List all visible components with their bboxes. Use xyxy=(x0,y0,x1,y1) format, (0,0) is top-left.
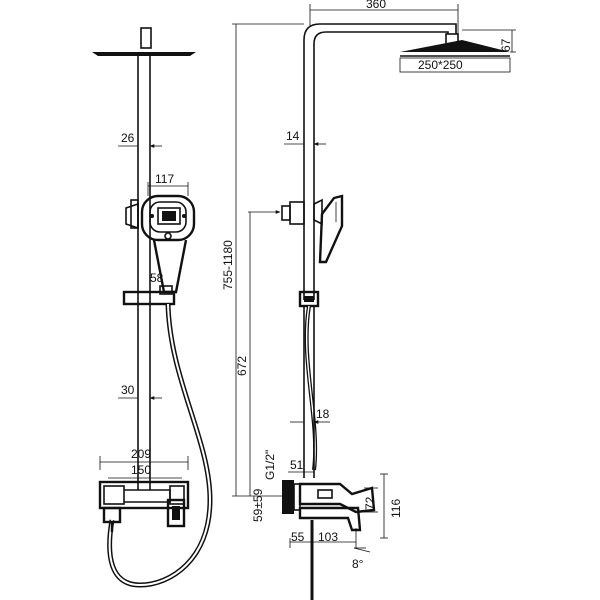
slider-bracket: 58 xyxy=(122,271,176,306)
side-view: 360 67 250*250 14 xyxy=(221,0,516,600)
dim-mixer-height-label: 116 xyxy=(389,499,403,518)
dim-lever-height: 72 xyxy=(363,487,378,513)
front-view: 26 117 58 xyxy=(92,27,213,588)
dim-head-thickness: 67 xyxy=(462,29,516,53)
holder-side xyxy=(281,198,323,226)
rain-shower-head xyxy=(92,27,196,56)
dim-lower-gap-label: 30 xyxy=(121,383,135,397)
mixer-valve xyxy=(98,480,190,532)
dim-head-size: 250*250 xyxy=(399,57,511,73)
wall-flange xyxy=(282,480,301,514)
dim-lever-height-label: 72 xyxy=(363,496,377,510)
dim-rod-gap-label: 26 xyxy=(121,131,135,145)
dim-handshower-width-label: 117 xyxy=(155,172,174,186)
dim-height-range-label: 755-1180 xyxy=(221,240,235,290)
dim-lower-gap: 30 xyxy=(118,383,162,400)
dim-mixer-width: 209 150 xyxy=(99,447,189,479)
inlet-thread-label: G1/2" xyxy=(263,450,277,480)
slider-side xyxy=(298,290,320,308)
dim-mixer-overall-label: 209 xyxy=(131,447,151,461)
dim-spout-reach-label: 103 xyxy=(318,530,338,544)
dim-head-thickness-label: 67 xyxy=(499,38,513,52)
dim-arm-reach-label: 360 xyxy=(366,0,386,11)
hand-shower: 117 xyxy=(125,172,196,294)
dim-cover-depth-label: 51 xyxy=(290,458,304,472)
dim-height-range: 755-1180 xyxy=(221,23,304,497)
dim-inlet-offset-label: 55 xyxy=(291,530,305,544)
dim-mixer-height: 116 xyxy=(380,473,403,539)
flexible-hose xyxy=(107,303,213,588)
dim-bottom: 55 103 xyxy=(289,528,357,548)
dim-pipe-diameter-label: 18 xyxy=(316,407,330,421)
dim-cover-depth: 51 xyxy=(288,458,314,473)
dim-mixer-body-label: 150 xyxy=(131,463,151,477)
hand-shower-side xyxy=(318,194,344,264)
rain-head-side xyxy=(400,40,510,57)
eccentric-label: 59±59 xyxy=(251,488,265,522)
dim-spout-angle: 8° xyxy=(352,547,371,571)
dim-rod-diameter-label: 14 xyxy=(286,129,300,143)
dim-bracket-height: 672 xyxy=(235,210,281,496)
shower-rod xyxy=(137,56,151,490)
mixer-side xyxy=(298,482,376,532)
dim-spout-angle-label: 8° xyxy=(352,557,364,571)
dim-head-size-label: 250*250 xyxy=(418,58,463,72)
dim-rod-diameter: 14 xyxy=(284,129,326,146)
dim-rod-gap: 26 xyxy=(118,131,162,148)
dim-bracket-height-label: 672 xyxy=(235,356,249,376)
dim-slider-offset-label: 58 xyxy=(150,271,164,285)
dim-pipe-diameter: 18 xyxy=(290,407,330,424)
dim-arm-reach: 360 xyxy=(309,0,459,36)
